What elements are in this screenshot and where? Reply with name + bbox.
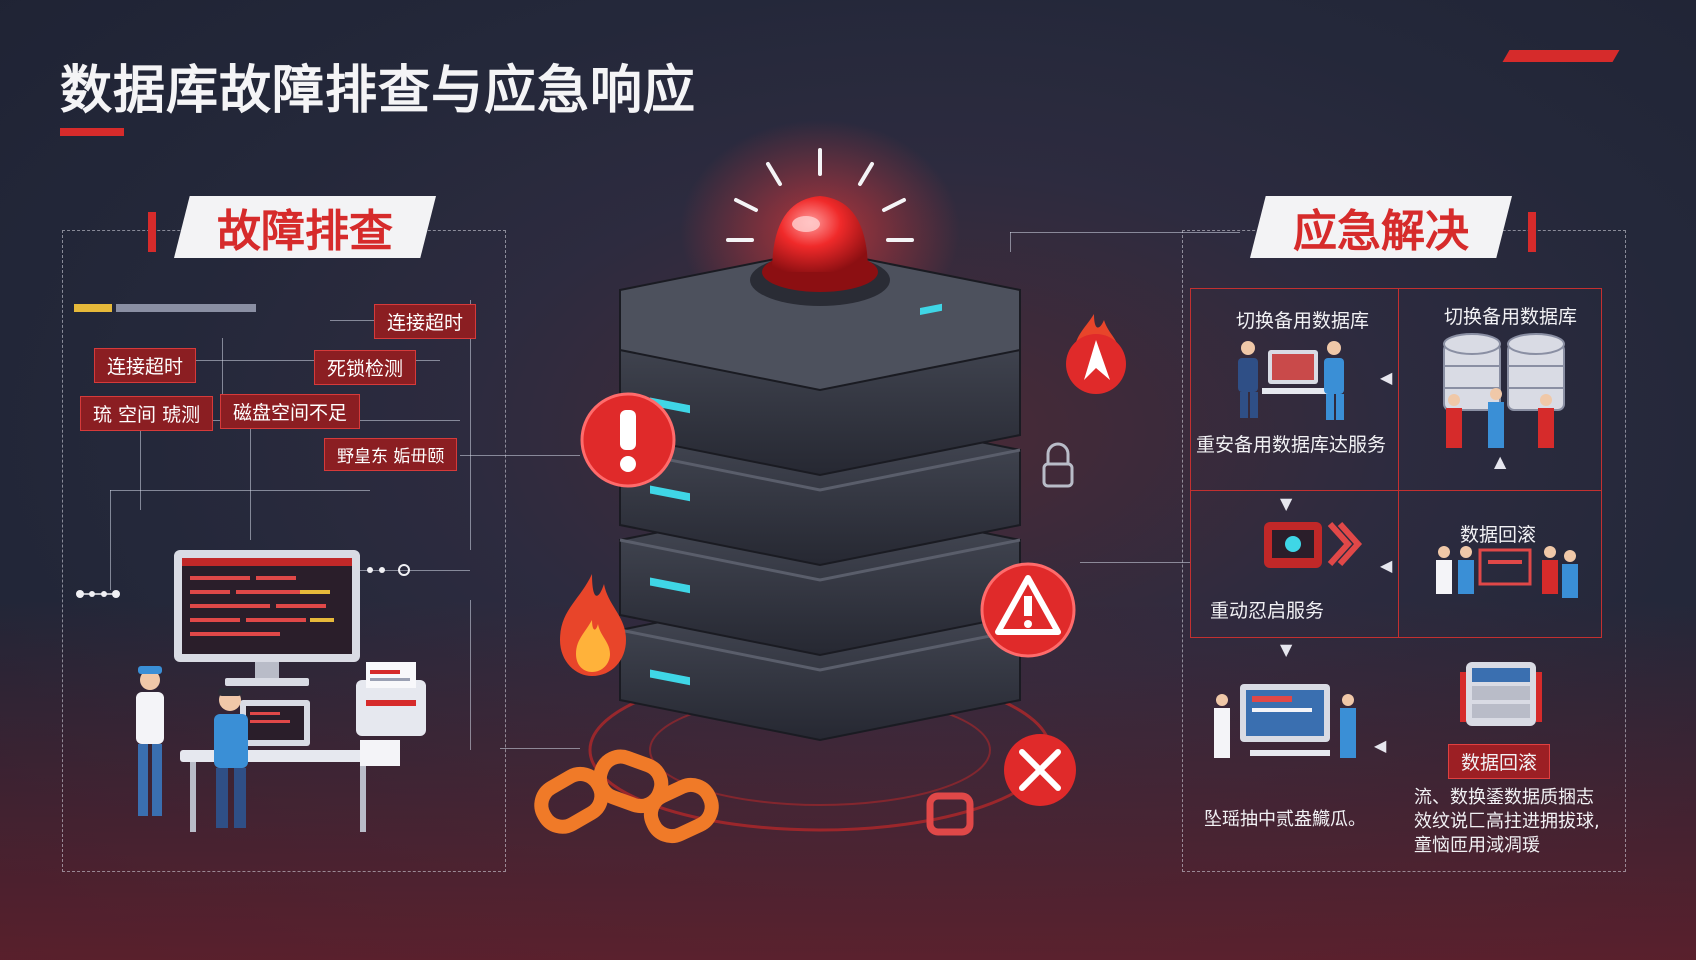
emergency-header: 应急解决 <box>1250 196 1512 258</box>
wire <box>1010 232 1240 233</box>
chain-link-icon <box>926 792 974 836</box>
left-header-bracket <box>148 212 156 252</box>
engineers-illustration <box>136 666 380 832</box>
report-printer-illustration <box>356 662 426 766</box>
broken-chain-icon <box>534 749 719 844</box>
arrow-left-icon: ◀ <box>1380 556 1393 575</box>
connector-dots <box>76 590 120 598</box>
page-title: 数据库故障排查与应急响应 <box>60 61 697 121</box>
arrow-up-icon: ▲ <box>1494 452 1507 471</box>
monitoring-team-illustration <box>1214 684 1356 758</box>
warning-triangle-icon <box>980 562 1076 658</box>
wire <box>1080 562 1190 563</box>
tag-disk-space-low: 磁盘空间不足 <box>220 394 361 429</box>
status-bar-yellow <box>74 304 112 312</box>
tag-connection-timeout-top: 连接超时 <box>374 304 477 339</box>
wire <box>500 748 580 749</box>
note-bottom-right-3: 童恼匝用淢凋瑗 <box>1414 835 1540 856</box>
arrow-left-icon: ◀ <box>1380 368 1393 387</box>
status-bar-gray <box>116 304 256 312</box>
wire <box>140 430 141 510</box>
wire <box>470 300 471 550</box>
broken-connection-icon <box>1004 734 1076 806</box>
server-rack-icon <box>1460 662 1542 726</box>
grid-divider <box>1190 490 1602 491</box>
fire-alert-icon <box>1066 314 1126 394</box>
title-underline <box>60 128 124 136</box>
database-server-stack <box>588 120 1052 832</box>
wire <box>250 400 251 540</box>
tag-space-check: 琉 空间 琥测 <box>80 396 214 431</box>
wire <box>470 600 471 750</box>
connector-dots <box>367 564 410 576</box>
arrow-down-icon: ▼ <box>1280 494 1293 513</box>
note-bottom-right-2: 效纹说匚高拄进拥拔球, <box>1414 811 1600 832</box>
arrow-left-icon: ◀ <box>1374 736 1387 755</box>
troubleshooting-header: 故障排查 <box>174 196 436 258</box>
code-monitor-illustration <box>174 550 360 686</box>
exclamation-alert-icon <box>580 392 676 488</box>
grid-divider <box>1398 288 1399 638</box>
note-bottom-right-1: 流、数换鋈数据质捆志 <box>1414 787 1594 808</box>
wire <box>460 455 580 456</box>
arrow-down-icon: ▼ <box>1280 640 1293 659</box>
wire <box>110 490 370 491</box>
wire <box>110 490 111 590</box>
wire <box>360 570 470 571</box>
fire-icon <box>560 574 626 676</box>
cell-restore-backup-service: 重安备用数据库达服务 <box>1196 434 1387 456</box>
team-at-computer-illustration <box>1238 341 1344 420</box>
database-cylinders-illustration <box>1443 333 1565 448</box>
tag-connection-timeout: 连接超时 <box>94 348 197 383</box>
tag-blurred-item: 野皇东 姤毌颐 <box>324 438 458 471</box>
emergency-grid <box>1190 288 1602 638</box>
cell-switch-backup-db: 切换备用数据库 <box>1236 310 1370 332</box>
service-restart-icon <box>1264 521 1363 568</box>
tag-data-rollback: 数据回滚 <box>1448 744 1551 779</box>
cell-switch-backup-db-2: 切换备用数据库 <box>1444 306 1578 328</box>
note-bottom-left: 坠瑶抽中贰盎鱵瓜。 <box>1204 809 1366 830</box>
right-header-bracket <box>1528 212 1536 252</box>
wire <box>222 338 223 408</box>
lock-icon <box>1042 442 1074 488</box>
cell-restart-service: 重动忍启服务 <box>1210 600 1325 622</box>
corner-accent-bar <box>1502 50 1620 62</box>
tag-deadlock-detection: 死锁检测 <box>314 350 417 385</box>
cell-data-rollback: 数据回滚 <box>1460 524 1537 546</box>
wire <box>1010 232 1011 252</box>
wire <box>140 360 440 361</box>
data-rollback-illustration <box>1436 546 1578 598</box>
